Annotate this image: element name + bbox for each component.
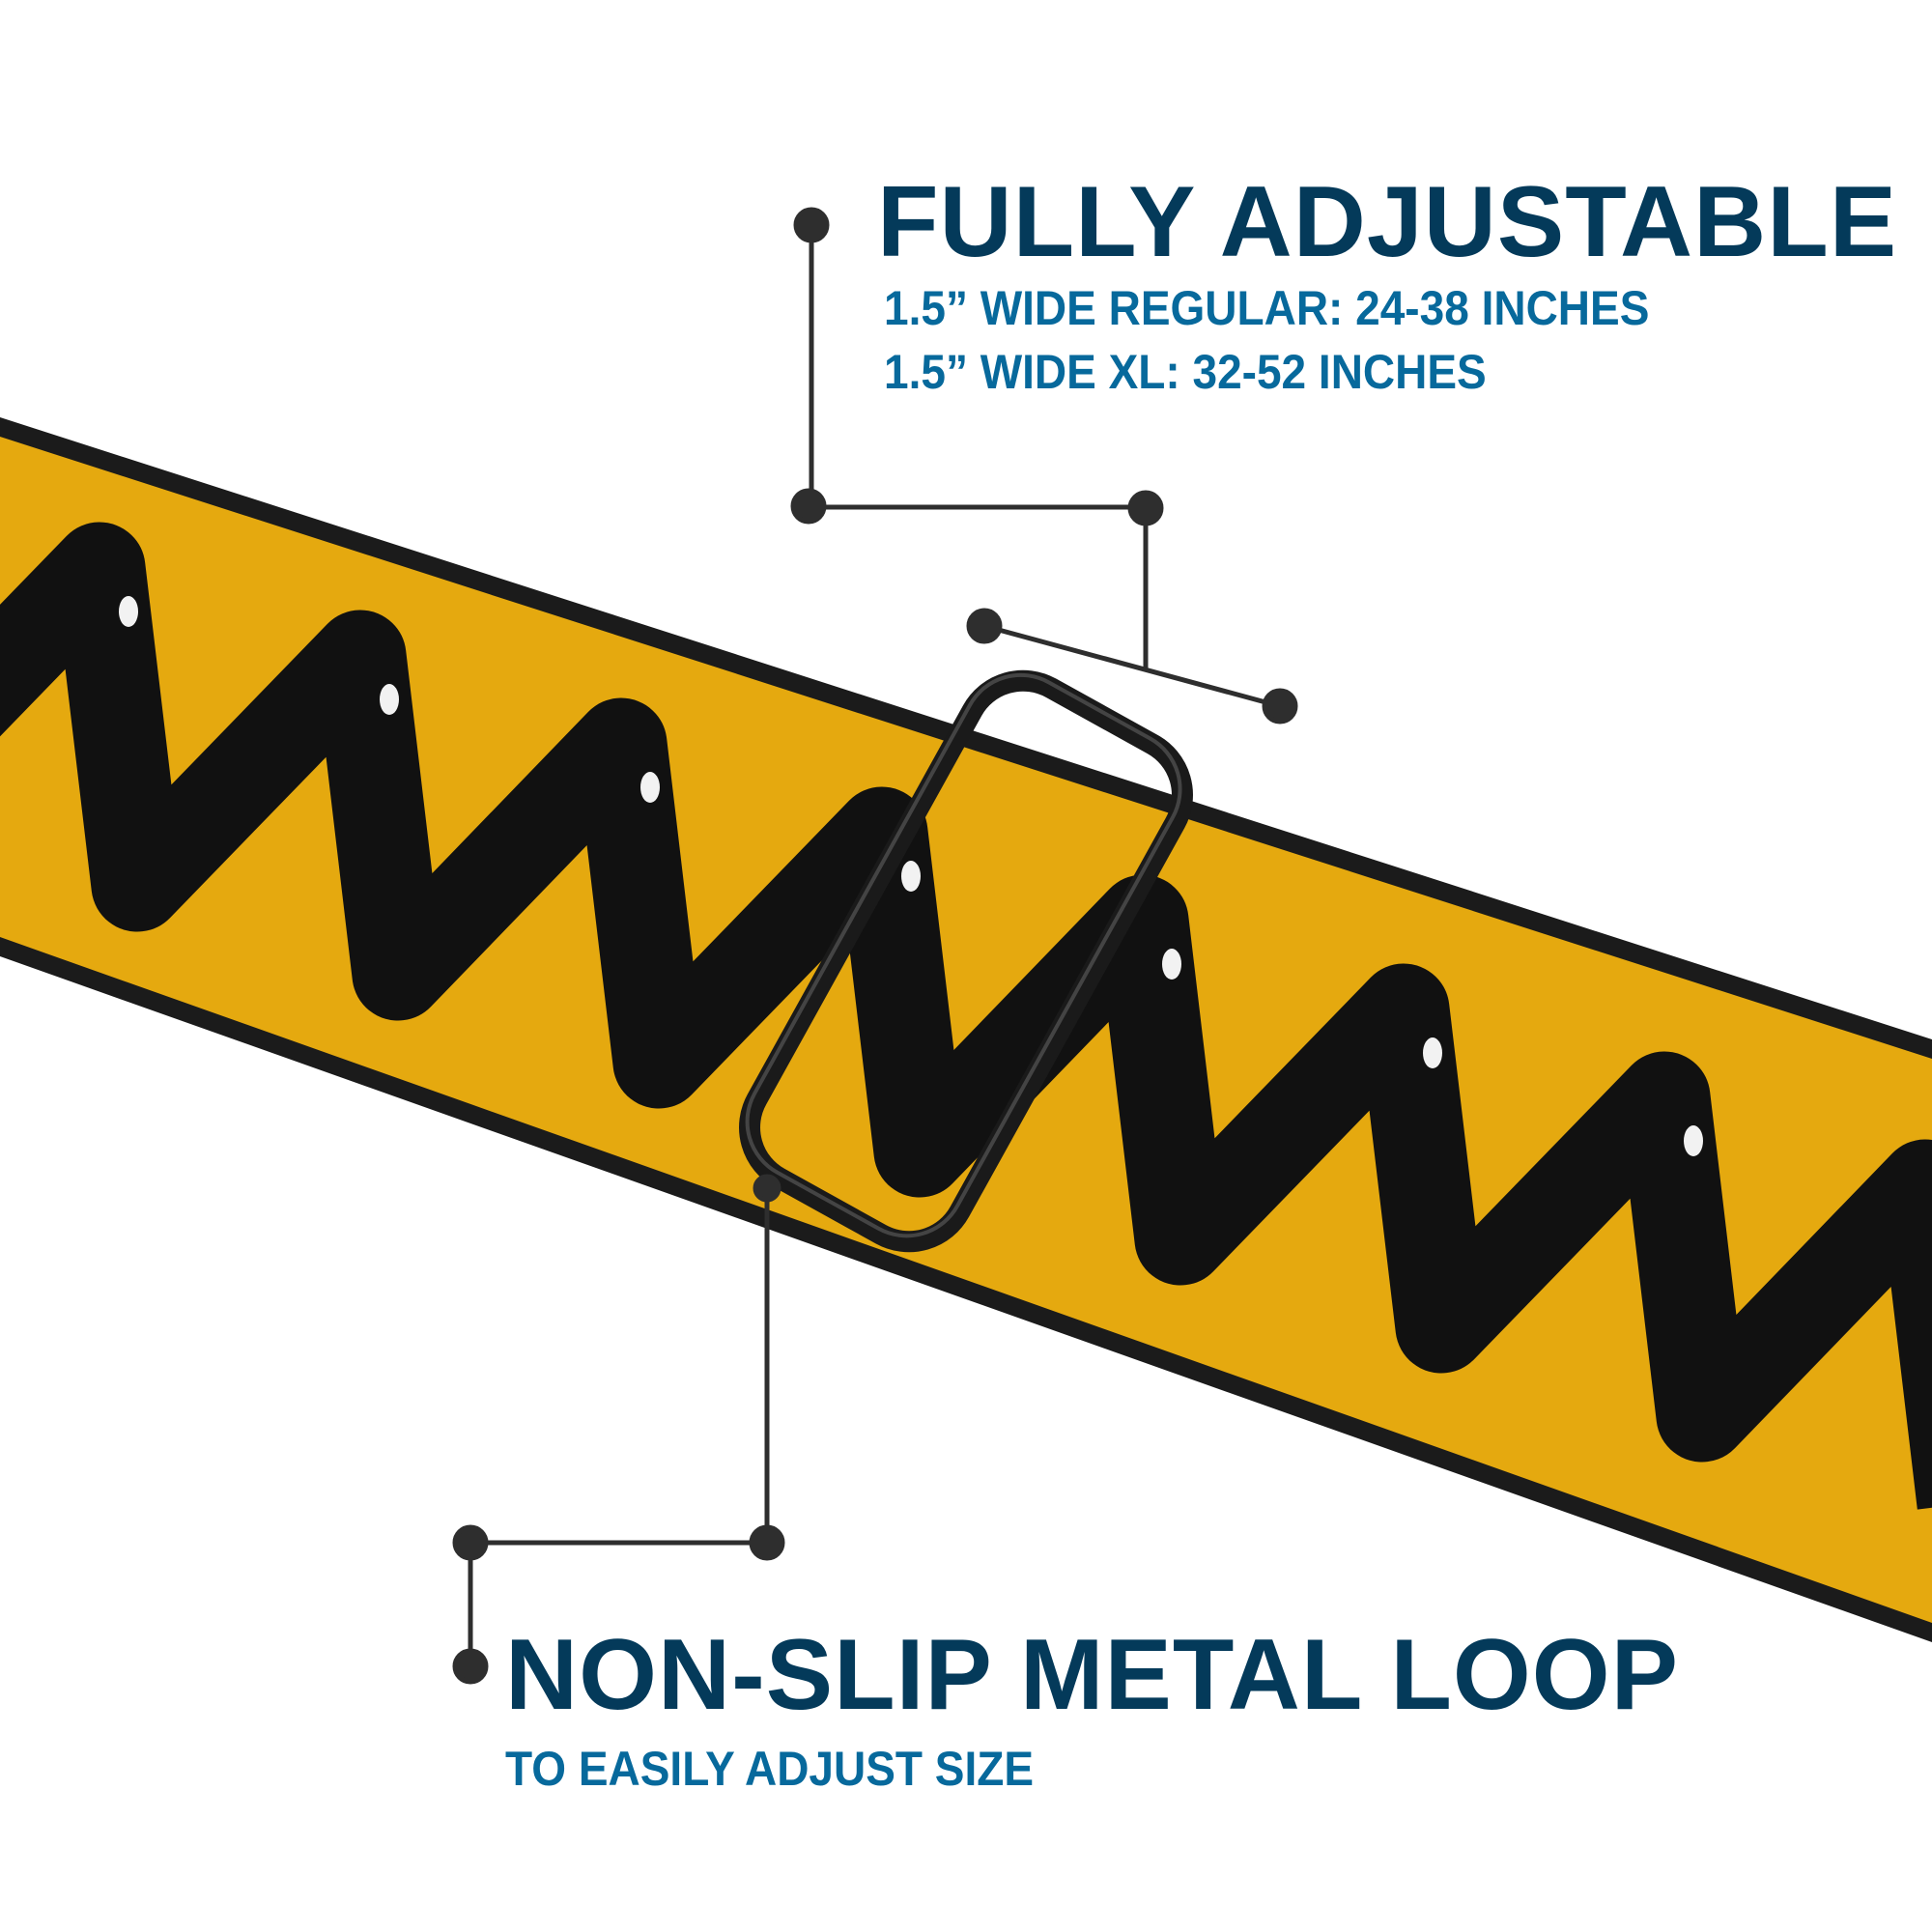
- loop-subtitle: TO EASILY ADJUST SIZE: [505, 1742, 1035, 1796]
- fleck: [1423, 1037, 1442, 1068]
- fleck: [640, 772, 660, 803]
- zigzag-pattern: [0, 522, 1932, 1510]
- loop-heading: NON-SLIP METAL LOOP: [505, 1619, 1680, 1731]
- callout-dot: [749, 1524, 785, 1561]
- callout-lines-adjustable: [790, 207, 1298, 724]
- callout-dot: [1127, 490, 1164, 526]
- callout-dot: [793, 207, 830, 243]
- fleck: [1162, 949, 1181, 980]
- metal-loop: [739, 669, 1193, 1253]
- guitar-strap: [0, 417, 1932, 1642]
- callout-dot: [452, 1648, 489, 1685]
- callout-lines-loop: [452, 1174, 785, 1685]
- callout-dot: [753, 1174, 781, 1203]
- xl-size-text: 1.5” WIDE XL: 32-52 INCHES: [884, 345, 1487, 399]
- callout-dot: [1262, 688, 1298, 724]
- adjustable-heading: FULLY ADJUSTABLE: [877, 166, 1898, 278]
- fleck: [901, 861, 921, 892]
- strap-body: [0, 437, 1932, 1623]
- callout-dot: [790, 488, 827, 525]
- callout-dot: [966, 608, 1003, 644]
- regular-size-text: 1.5” WIDE REGULAR: 24-38 INCHES: [884, 281, 1650, 335]
- fleck: [119, 596, 138, 627]
- fleck: [1684, 1125, 1703, 1156]
- callout-dot: [452, 1524, 489, 1561]
- white-flecks: [119, 596, 1703, 1156]
- fleck: [380, 684, 399, 715]
